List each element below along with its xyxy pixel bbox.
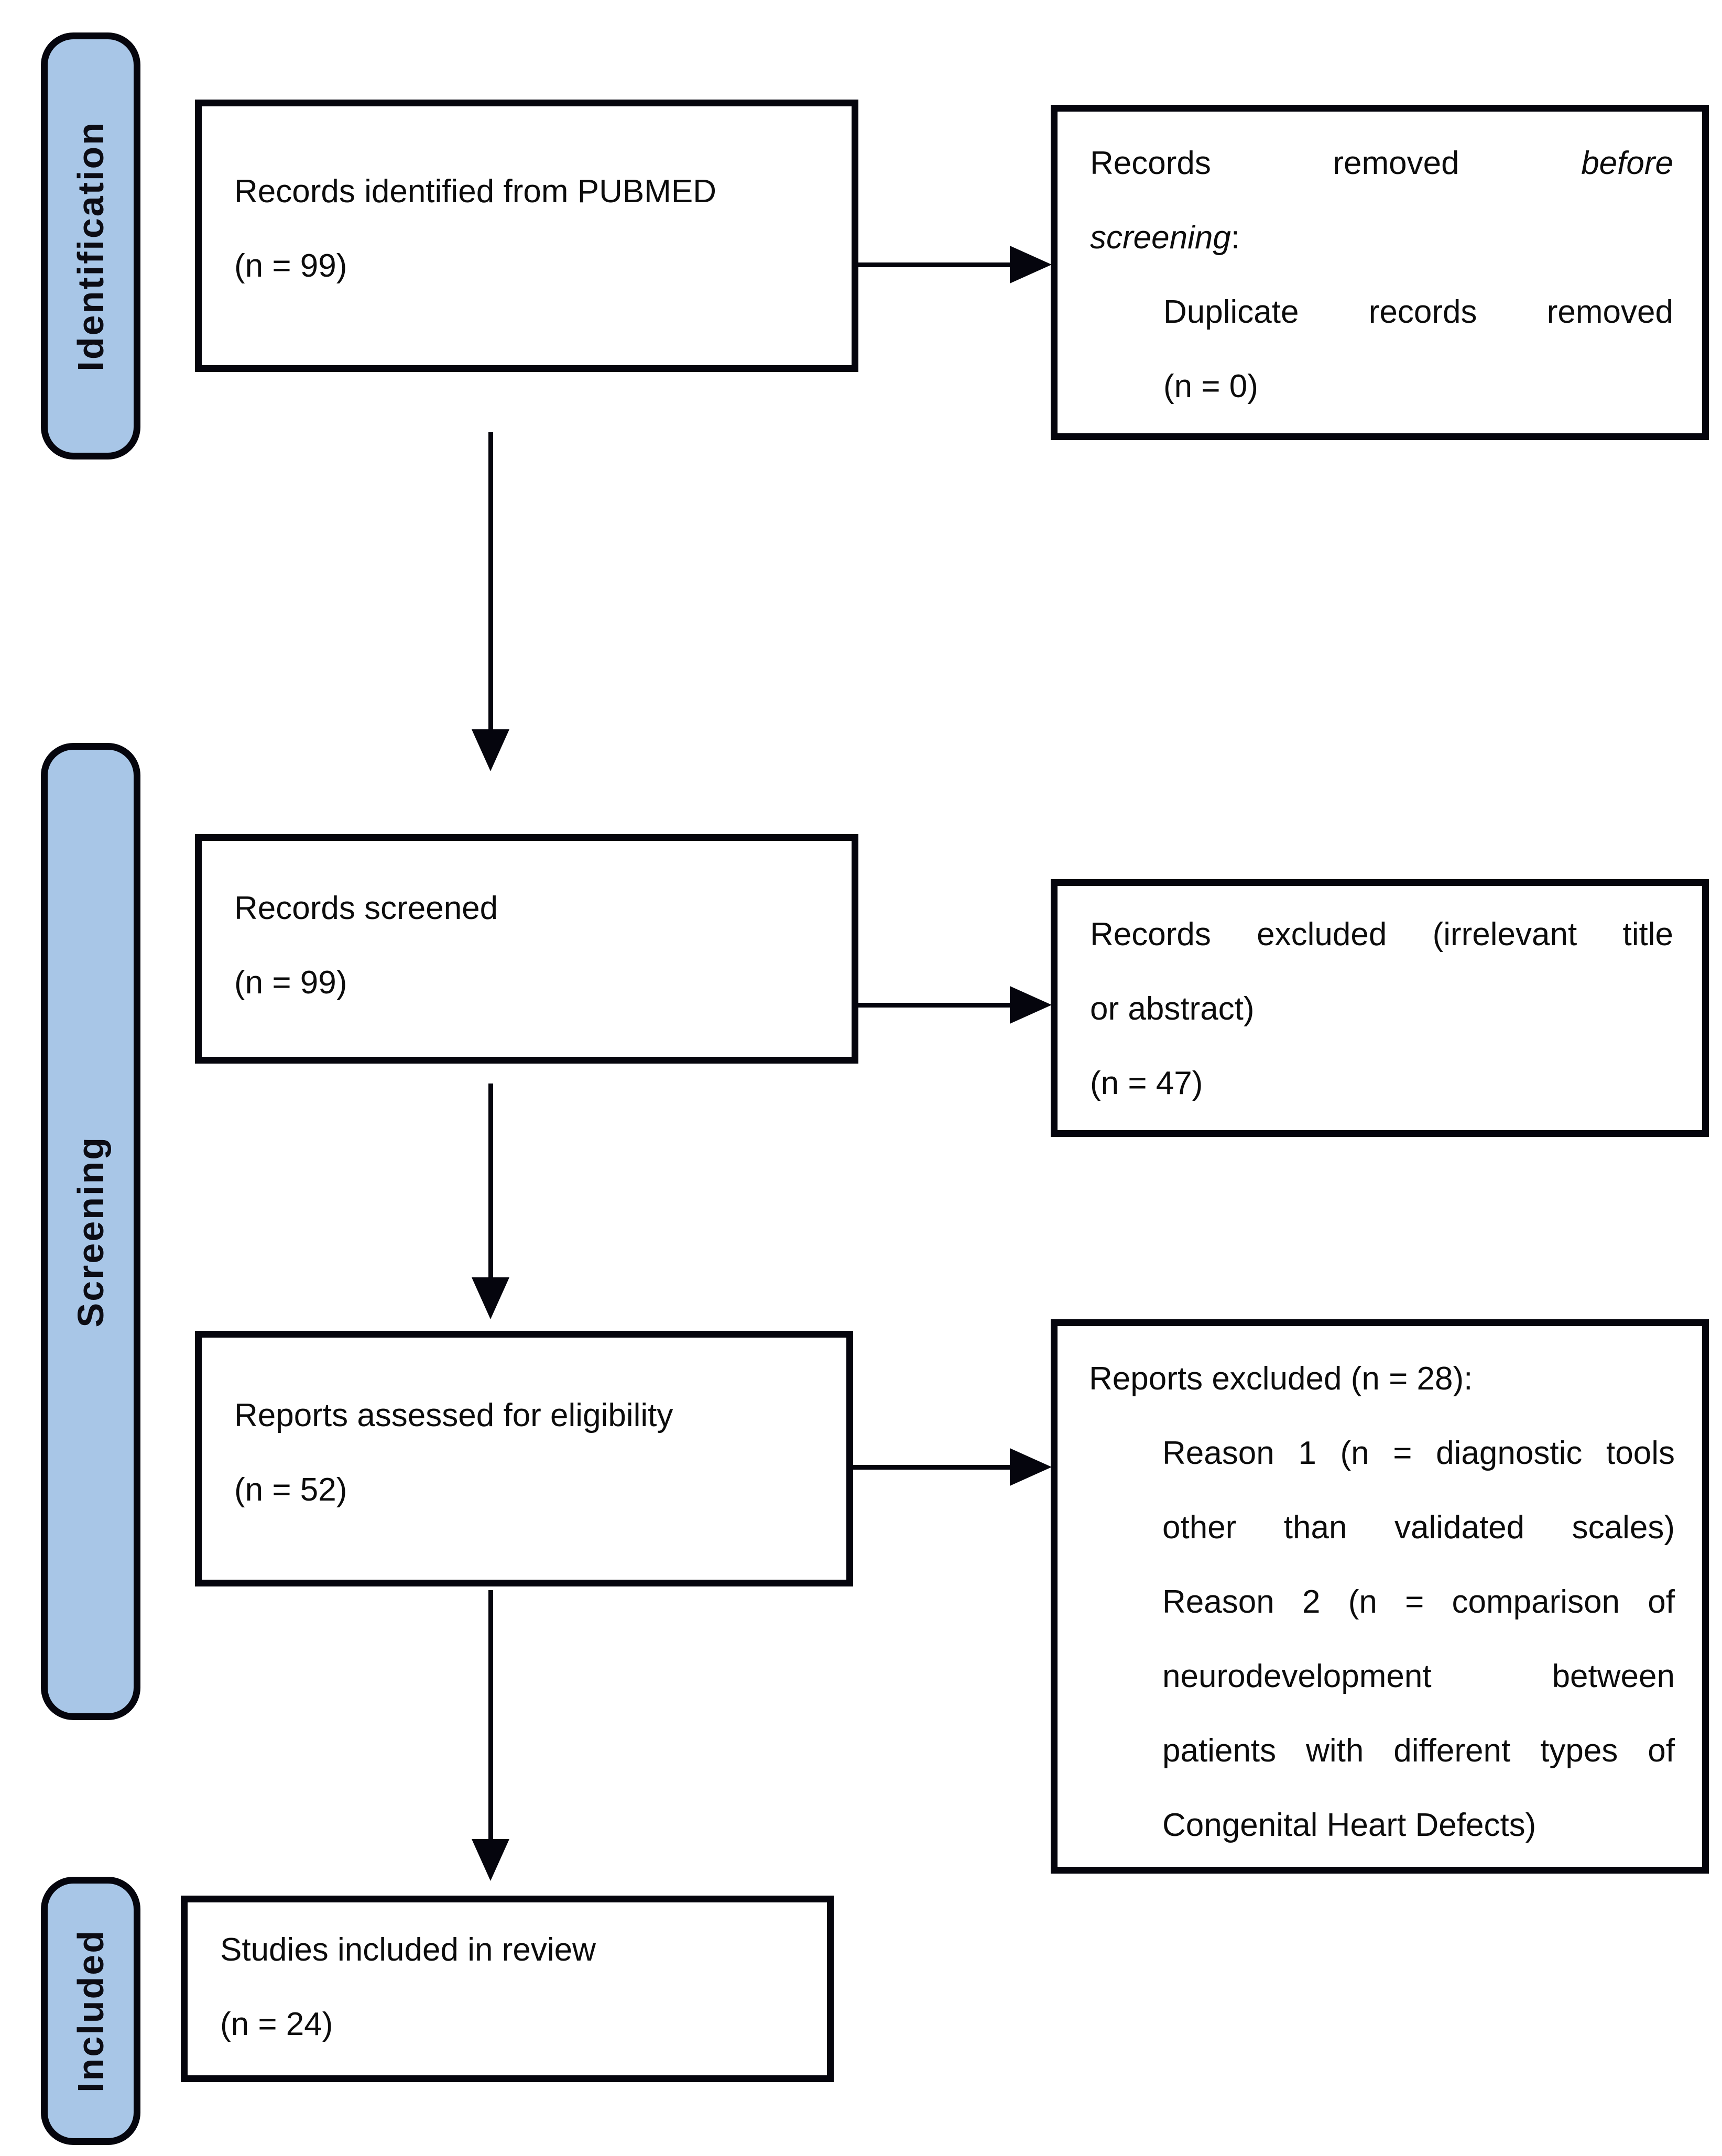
records-removed-line1-italic: before — [1581, 145, 1673, 181]
studies-included-count: (n = 24) — [220, 2006, 333, 2042]
arrow-line — [488, 1590, 493, 1842]
reports-excluded-reason1-line1: Reason 1 (n = diagnostic tools — [1162, 1435, 1675, 1471]
box-reports-assessed: Reports assessed for eligibility (n = 52… — [195, 1331, 853, 1586]
reports-excluded-title: Reports excluded (n = 28): — [1089, 1361, 1473, 1397]
records-removed-line2: screening: — [1090, 201, 1673, 275]
records-removed-line2-italic: screening — [1090, 220, 1231, 256]
arrow-line — [488, 1084, 493, 1283]
records-excluded-count: (n = 47) — [1090, 1065, 1203, 1101]
records-screened-text: Records screened — [234, 890, 498, 926]
records-screened-count: (n = 99) — [234, 965, 347, 1001]
studies-included-text: Studies included in review — [220, 1932, 596, 1968]
box-studies-included: Studies included in review (n = 24) — [181, 1896, 834, 2082]
records-removed-reason: Duplicate records removed — [1163, 294, 1673, 330]
arrow-head-icon — [472, 729, 509, 771]
reports-assessed-count: (n = 52) — [234, 1472, 347, 1508]
arrow-head-icon — [1010, 986, 1052, 1024]
box-records-removed: Records removed before screening: Duplic… — [1051, 105, 1709, 440]
records-removed-line2-colon: : — [1230, 220, 1240, 256]
box-records-excluded: Records excluded (irrelevant title or ab… — [1051, 879, 1709, 1137]
arrow-head-icon — [1010, 246, 1052, 283]
stage-screening-label: Screening — [70, 1135, 111, 1328]
reports-excluded-reason2-line4: Congenital Heart Defects) — [1162, 1807, 1536, 1843]
stage-identification: Identification — [41, 32, 140, 459]
records-identified-count: (n = 99) — [234, 248, 347, 284]
arrow-head-icon — [1010, 1448, 1052, 1486]
records-excluded-line2: or abstract) — [1090, 991, 1255, 1027]
records-removed-count: (n = 0) — [1163, 368, 1258, 404]
records-identified-text: Records identified from PUBMED — [234, 173, 716, 210]
records-removed-line1: Records removed before — [1090, 126, 1673, 201]
stage-screening: Screening — [41, 743, 140, 1720]
arrow-head-icon — [472, 1839, 509, 1881]
stage-included: Included — [41, 1877, 140, 2145]
records-removed-line1-normal: Records removed — [1090, 145, 1459, 181]
arrow-line — [488, 432, 493, 736]
arrow-line — [858, 1003, 1011, 1008]
stage-included-label: Included — [70, 1929, 111, 2093]
reports-excluded-reason1-line2: other than validated scales) — [1162, 1509, 1675, 1546]
reports-excluded-reason2-line1: Reason 2 (n = comparison of — [1162, 1584, 1675, 1620]
box-records-screened: Records screened (n = 99) — [195, 834, 858, 1064]
box-records-identified: Records identified from PUBMED (n = 99) — [195, 100, 858, 372]
reports-excluded-reason2-line2: neurodevelopment between — [1162, 1658, 1675, 1694]
reports-excluded-reason2-line3: patients with different types of — [1162, 1733, 1675, 1769]
arrow-line — [853, 1465, 1011, 1470]
box-reports-excluded: Reports excluded (n = 28): Reason 1 (n =… — [1051, 1319, 1709, 1874]
arrow-head-icon — [472, 1277, 509, 1319]
reports-assessed-text: Reports assessed for eligibility — [234, 1397, 673, 1433]
stage-identification-label: Identification — [70, 121, 111, 371]
arrow-line — [858, 262, 1011, 267]
records-excluded-line1: Records excluded (irrelevant title — [1090, 916, 1673, 953]
